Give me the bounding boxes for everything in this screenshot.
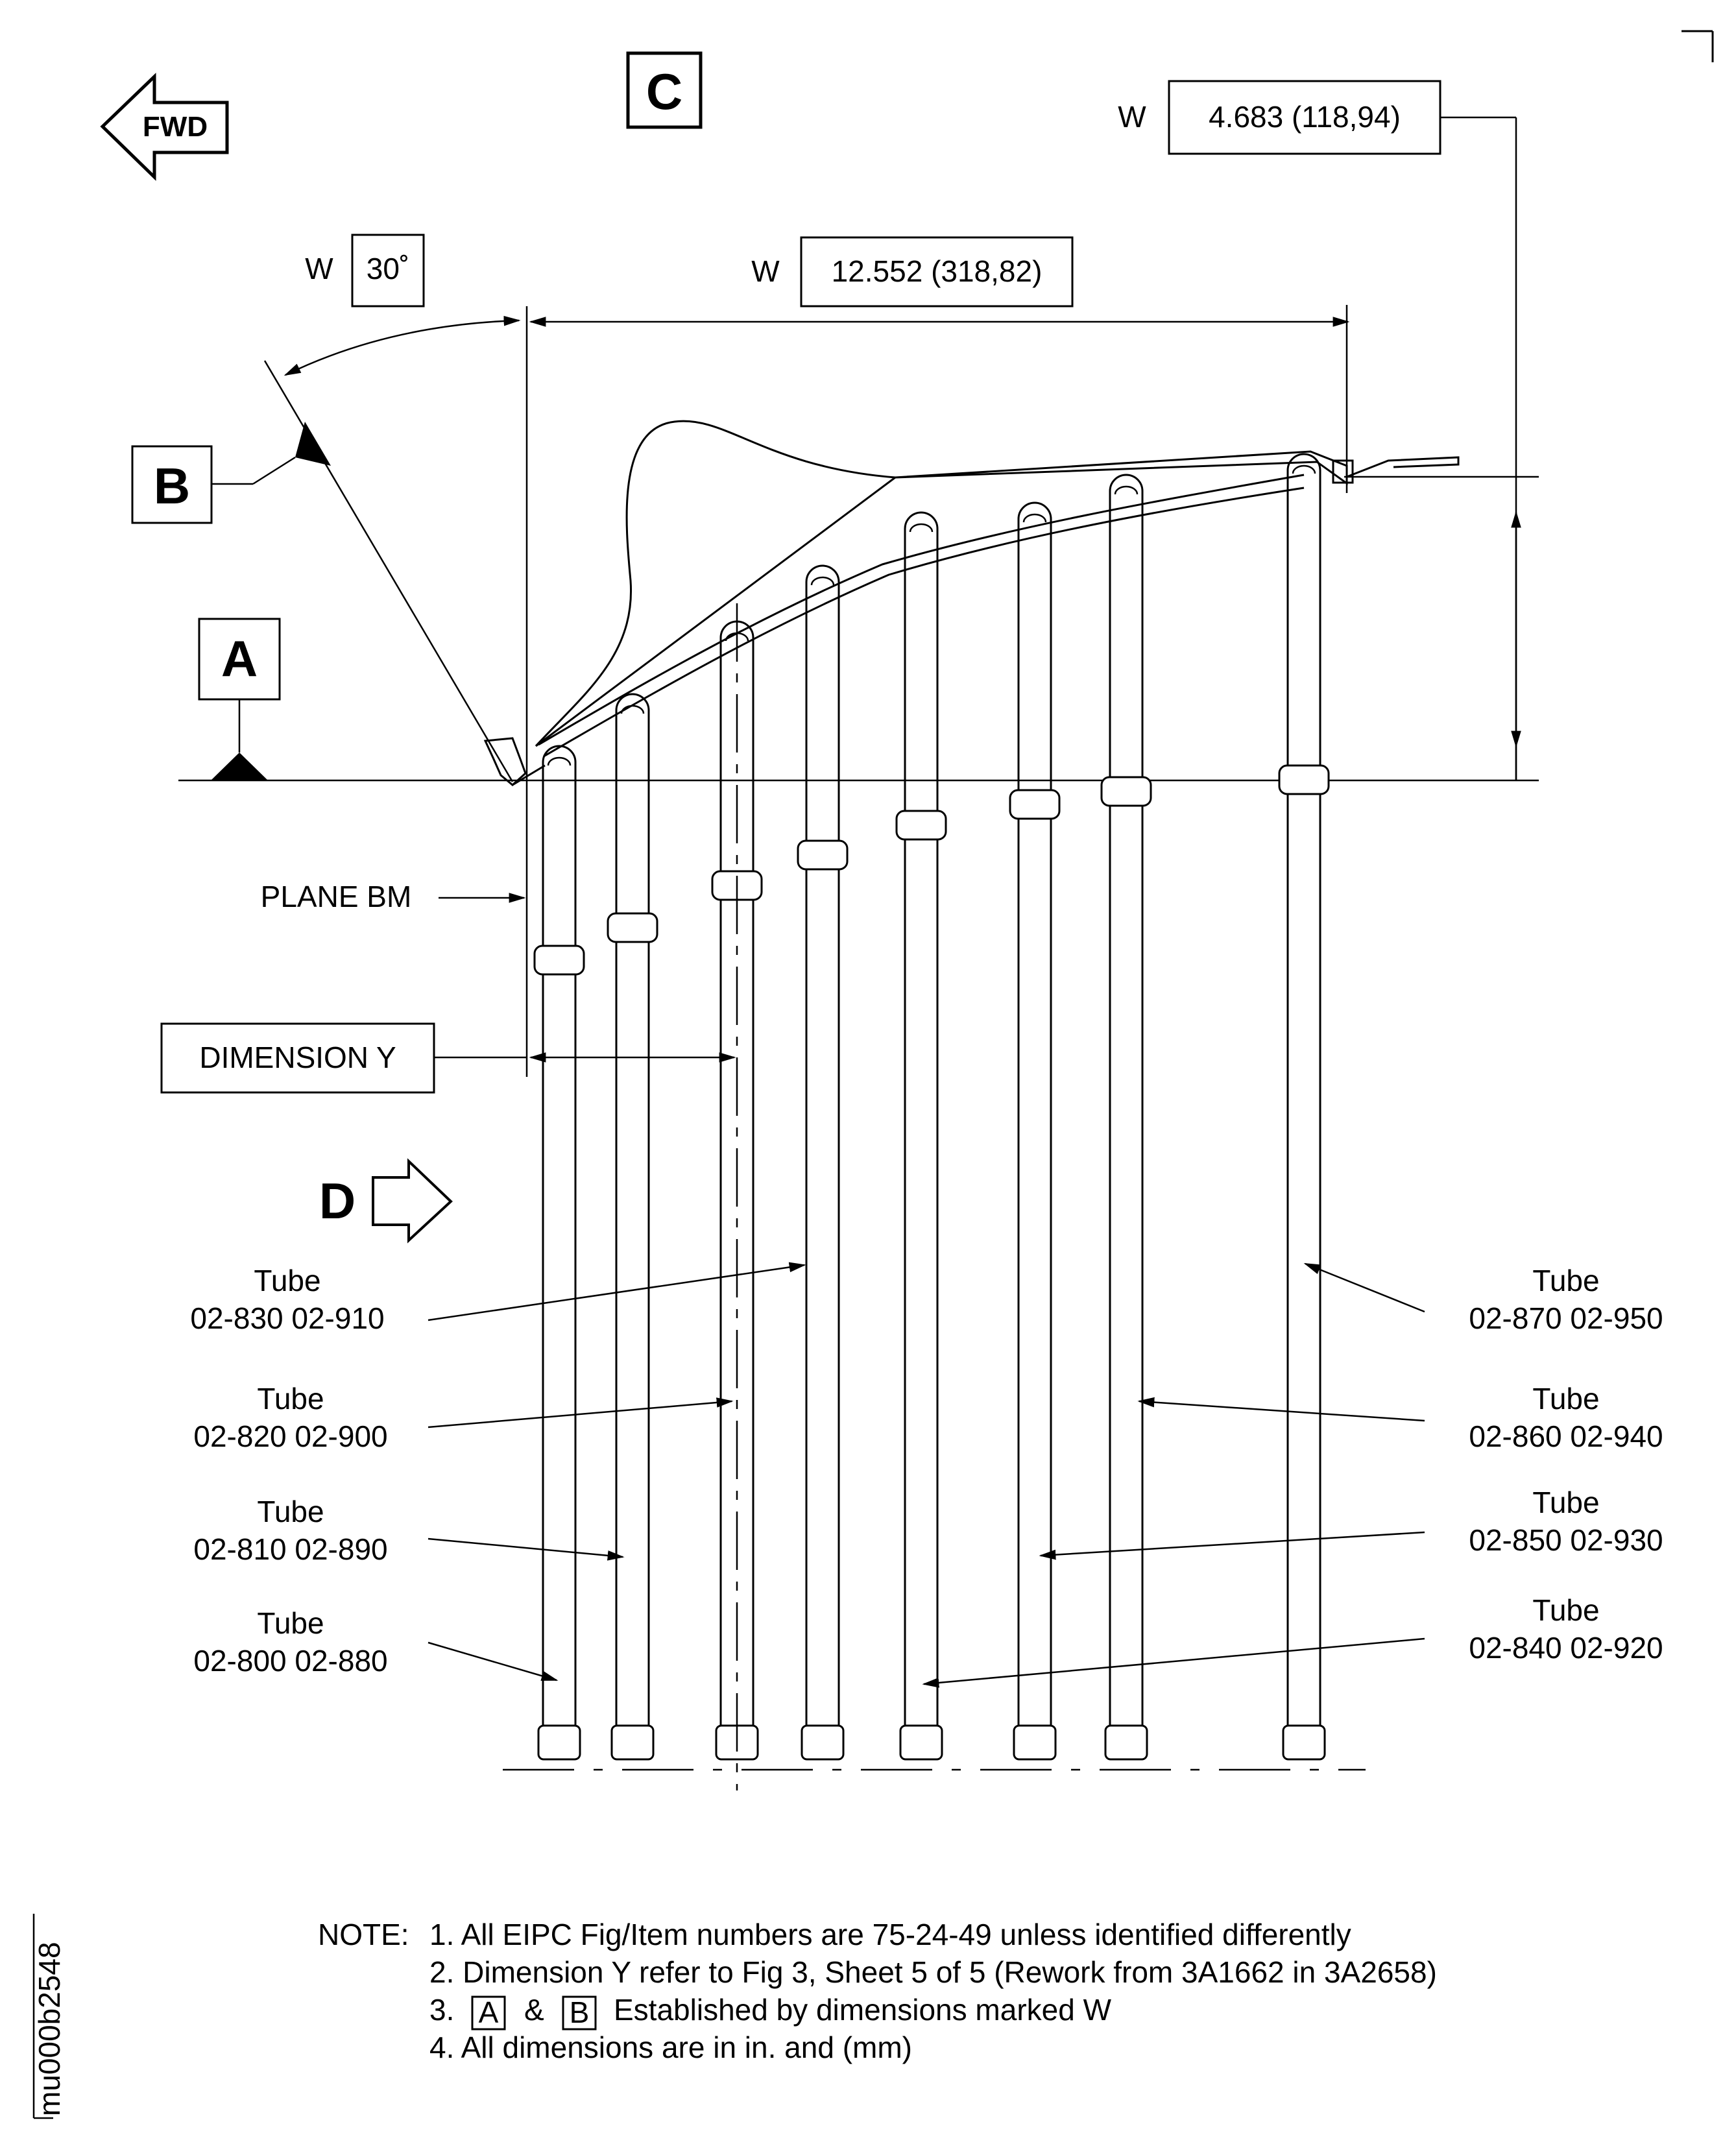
view-d-label: D	[319, 1172, 356, 1229]
width-dimension-box	[800, 236, 1074, 307]
tube-end-cap	[1013, 1724, 1057, 1761]
tube-end-cap	[1104, 1724, 1148, 1761]
datum-b-leader	[211, 360, 514, 782]
svg-text:Tube: Tube	[254, 1264, 320, 1297]
tube-7	[1100, 474, 1152, 1761]
view-c-box: C	[626, 51, 703, 129]
tube-sleeve	[533, 945, 585, 976]
dimension-y-label: DIMENSION Y	[199, 1041, 396, 1074]
tube-sleeve	[797, 839, 849, 871]
tube-callout-6: Tube 02-860 02-940	[1137, 1382, 1663, 1453]
drawing-id: mu000b2548	[32, 1914, 66, 2119]
angle-dimension-box	[351, 234, 425, 307]
svg-text:Tube: Tube	[1532, 1593, 1599, 1627]
dimension-y-box	[160, 1022, 435, 1094]
tube-callout-5: Tube 02-870 02-950	[1303, 1262, 1663, 1335]
height-dimension-lines	[1344, 116, 1539, 780]
tube-end-cap	[801, 1724, 845, 1761]
tube-4	[797, 564, 849, 1761]
tube-sleeve	[1278, 764, 1330, 795]
fwd-label: FWD	[143, 111, 208, 143]
note-3-text: Established by dimensions marked W	[614, 1993, 1112, 2027]
svg-text:Tube: Tube	[1532, 1382, 1599, 1416]
svg-text:Tube: Tube	[1532, 1264, 1599, 1297]
width-w-marker: W	[751, 254, 780, 288]
svg-text:02-860 02-940: 02-860 02-940	[1469, 1419, 1663, 1453]
svg-text:02-810 02-890: 02-810 02-890	[193, 1532, 387, 1566]
tube-sleeve	[1009, 789, 1061, 820]
tube-end-cap	[899, 1724, 943, 1761]
svg-text:02-800 02-880: 02-800 02-880	[193, 1644, 387, 1678]
drawing-id-text: mu000b2548	[32, 1942, 66, 2116]
svg-text:02-840 02-920: 02-840 02-920	[1469, 1631, 1663, 1665]
tube-end-cap	[610, 1724, 655, 1761]
view-a-label: A	[221, 630, 258, 687]
note-1: 1. All EIPC Fig/Item numbers are 75-24-4…	[429, 1918, 1351, 1951]
view-b-label: B	[154, 457, 190, 514]
note-4: 4. All dimensions are in in. and (mm)	[429, 2031, 912, 2064]
svg-text:Tube: Tube	[257, 1382, 324, 1416]
tube-5	[895, 511, 947, 1761]
note-3-number: 3.	[429, 1993, 454, 2027]
angle-arc	[283, 315, 521, 376]
corner-mark	[1682, 30, 1714, 62]
notes-block: NOTE: 1. All EIPC Fig/Item numbers are 7…	[318, 1918, 1437, 2064]
tube-group	[533, 453, 1330, 1761]
tube-2	[607, 693, 658, 1761]
height-dimension-value: 4.683 (118,94)	[1209, 100, 1401, 134]
note-3-ampersand: &	[524, 1993, 544, 2027]
notes-header: NOTE:	[318, 1918, 409, 1951]
tube-rails	[538, 474, 1305, 758]
view-b-box: B	[131, 445, 213, 524]
tube-callout-3: Tube 02-810 02-890	[193, 1495, 625, 1566]
svg-text:Tube: Tube	[257, 1495, 324, 1528]
fwd-arrow-icon: FWD	[100, 73, 229, 181]
view-c-label: C	[646, 63, 682, 120]
note-3-datum-b: B	[570, 1995, 590, 2029]
svg-text:02-870 02-950: 02-870 02-950	[1469, 1301, 1663, 1335]
bracket-clip-icon	[483, 737, 546, 786]
tube-callout-4: Tube 02-800 02-880	[193, 1606, 559, 1681]
tube-end-cap	[1282, 1724, 1326, 1761]
svg-text:Tube: Tube	[1532, 1486, 1599, 1519]
tube-sleeve	[895, 810, 947, 841]
bracket-outline	[535, 420, 1460, 747]
angle-dimension-value: 30˚	[367, 252, 409, 285]
tube-callout-7: Tube 02-850 02-930	[1039, 1486, 1663, 1560]
width-dimension-value: 12.552 (318,82)	[832, 254, 1043, 288]
view-d-arrow-icon	[372, 1158, 453, 1244]
angle-w-marker: W	[305, 252, 333, 285]
tube-8	[1278, 453, 1330, 1761]
height-dimension-box	[1168, 80, 1441, 155]
svg-text:02-830 02-910: 02-830 02-910	[190, 1301, 384, 1335]
note-2: 2. Dimension Y refer to Fig 3, Sheet 5 o…	[429, 1955, 1437, 1989]
tube-callout-1: Tube 02-830 02-910	[190, 1262, 806, 1335]
tube-end-cap	[537, 1724, 581, 1761]
tube-callout-2: Tube 02-820 02-900	[193, 1382, 734, 1453]
svg-text:02-850 02-930: 02-850 02-930	[1469, 1523, 1663, 1557]
note-3-datum-a: A	[479, 1995, 499, 2029]
tube-sleeve	[607, 912, 658, 943]
tube-sleeve	[1100, 776, 1152, 807]
tube-callout-8: Tube 02-840 02-920	[922, 1593, 1663, 1688]
plane-bm-label: PLANE BM	[261, 880, 412, 913]
height-w-marker: W	[1118, 100, 1146, 134]
svg-text:Tube: Tube	[257, 1606, 324, 1640]
tube-6	[1009, 501, 1061, 1761]
tube-1	[533, 745, 585, 1761]
view-a-box: A	[198, 618, 281, 780]
svg-text:02-820 02-900: 02-820 02-900	[193, 1419, 387, 1453]
